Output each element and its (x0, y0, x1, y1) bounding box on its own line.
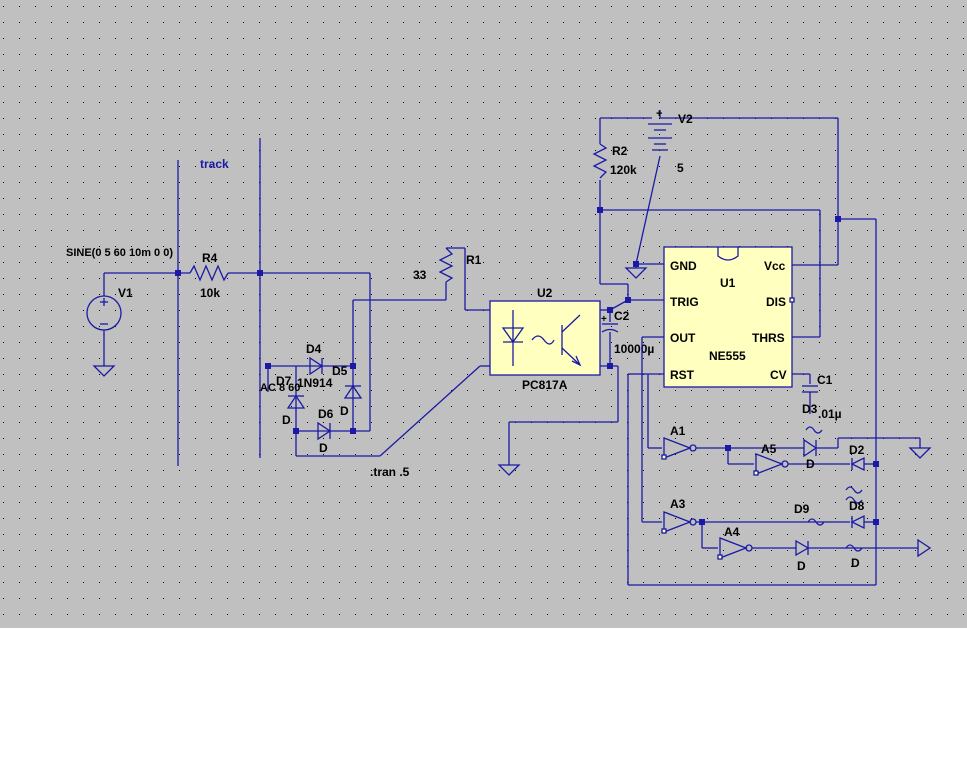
v2-value: 5 (677, 161, 684, 175)
a3-label: A3 (670, 497, 686, 511)
v2-label: V2 (678, 112, 693, 126)
d5-value: D (340, 404, 349, 418)
d7-label: D7 (276, 374, 292, 388)
a1-label: A1 (670, 424, 686, 438)
r4-label: R4 (202, 251, 218, 265)
a4-label: A4 (724, 525, 740, 539)
u1-pin-trig: TRIG (670, 295, 699, 309)
a5-label: A5 (761, 442, 777, 456)
v1-sine-label: SINE(0 5 60 10m 0 0) (66, 247, 173, 259)
u1-pin-gnd: GND (670, 259, 697, 273)
d5-label: D5 (332, 364, 348, 378)
u2-optocoupler[interactable] (489, 300, 601, 376)
v1-label: V1 (118, 286, 133, 300)
d3-label: D3 (802, 402, 818, 416)
r2-resistor[interactable] (592, 118, 608, 179)
d7-diode[interactable] (286, 394, 306, 409)
r1-label: R1 (466, 253, 482, 267)
grid-dots (0, 0, 967, 628)
d8-value: D (851, 556, 860, 570)
r1-resistor[interactable] (438, 247, 490, 311)
a5-d-label: D (806, 457, 815, 471)
d7-value: D (282, 413, 291, 427)
u1-pin-out: OUT (670, 331, 696, 345)
c2-label: C2 (614, 309, 630, 323)
r4-value: 10k (200, 286, 220, 300)
r2-label: R2 (612, 144, 628, 158)
d8-label: D8 (849, 499, 865, 513)
u1-pin-vcc: Vcc (764, 259, 786, 273)
v2-battery[interactable] (648, 110, 672, 151)
u1-pin-dis: DIS (766, 295, 786, 309)
d9-label: D9 (794, 502, 810, 516)
a4-d-label: D (797, 559, 806, 573)
u2-value: PC817A (522, 378, 568, 392)
d4-value: 1N914 (297, 376, 333, 390)
d6-value: D (319, 441, 328, 455)
schematic-canvas[interactable]: SINE(0 5 60 10m 0 0) V1 track R4 10k D4 … (0, 0, 967, 628)
c2-value: 10000µ (614, 342, 654, 356)
u2-label: U2 (537, 286, 553, 300)
d6-label: D6 (318, 407, 334, 421)
u1-ne555[interactable] (642, 246, 795, 388)
u1-pin-rst: RST (670, 368, 695, 382)
c2-plus: + (601, 314, 607, 325)
u1-value: NE555 (709, 349, 746, 363)
v1-source[interactable] (86, 273, 122, 377)
r2-value: 120k (610, 163, 637, 177)
c1-label: C1 (817, 373, 833, 387)
d4-diode[interactable] (309, 356, 324, 376)
r1-value: 33 (413, 268, 427, 282)
c2-capacitor[interactable] (601, 323, 619, 333)
track-label: track (200, 157, 229, 171)
c1-value: .01µ (818, 407, 842, 421)
u1-pin-thrs: THRS (752, 331, 785, 345)
u1-pin-cv: CV (770, 368, 787, 382)
d4-label: D4 (306, 342, 322, 356)
d5-diode[interactable] (343, 384, 363, 399)
d6-diode[interactable] (317, 421, 332, 441)
v2-plus: + (656, 108, 662, 120)
d2-label: D2 (849, 443, 865, 457)
u1-label: U1 (720, 276, 736, 290)
tran-directive: .tran .5 (370, 465, 410, 479)
ac-source-label: AC 8 60 (260, 382, 300, 394)
